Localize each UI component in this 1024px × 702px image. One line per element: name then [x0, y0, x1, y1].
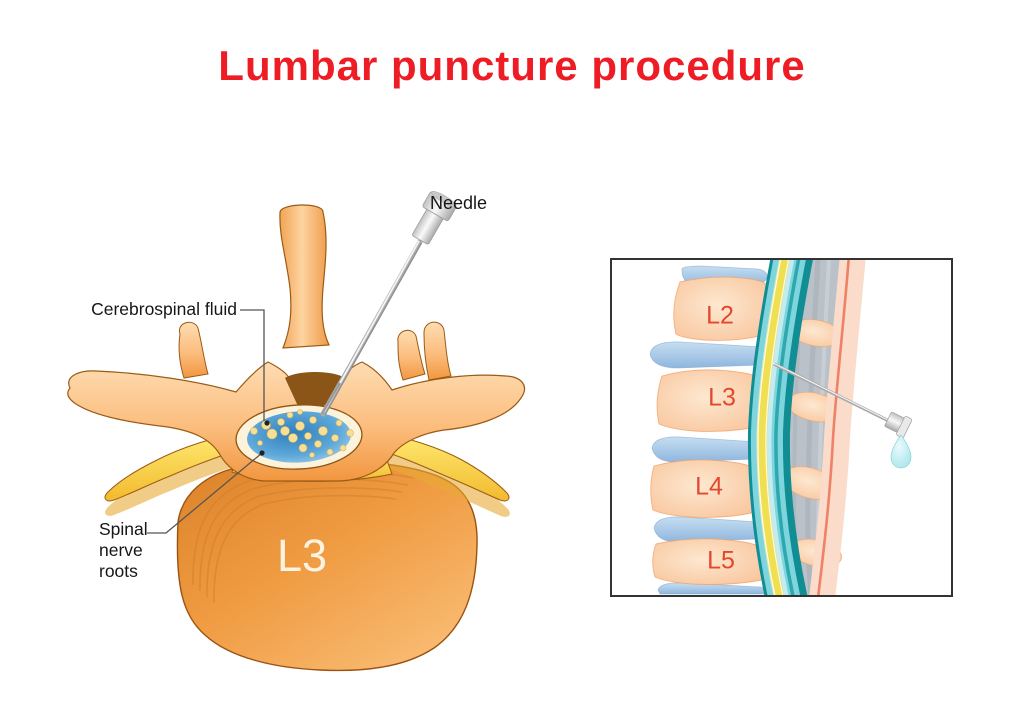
articular-processes [178, 321, 452, 381]
needle-label: Needle [430, 193, 488, 213]
skin-layer [809, 260, 866, 595]
leader-lines [147, 309, 265, 534]
lateral-view-inset: L2 L3 L4 L5 [610, 258, 953, 597]
lateral-view-illustration [649, 260, 913, 595]
csf-pointer-dot [264, 420, 270, 426]
nerve-roots-pointer-dot [259, 450, 265, 456]
spinal-nerve-roots-line3: roots [99, 561, 138, 581]
arch-notch-shadow [285, 372, 345, 410]
needle-hub [412, 191, 457, 245]
vertebra-l3-label: L3 [276, 530, 328, 581]
csf-space [235, 404, 363, 470]
vertebral-body [176, 459, 478, 672]
vertebra-l5-label: L5 [707, 546, 735, 575]
nerve-root-dots [250, 409, 354, 458]
intervertebral-discs [649, 265, 774, 595]
page-title: Lumbar puncture procedure [218, 42, 806, 89]
spinal-nerve-roots-line1: Spinal [99, 519, 148, 539]
vertebra-l3-lateral-label: L3 [708, 383, 736, 412]
spinal-nerve-roots-label: Spinal nerve roots [99, 519, 148, 582]
vertebra-l4-label: L4 [695, 472, 723, 501]
spinal-nerve-roots-line2: nerve [99, 540, 143, 560]
lateral-needle [772, 362, 913, 438]
vertebral-bodies [650, 276, 772, 585]
spinal-canal-band [747, 260, 813, 595]
csf-drop [890, 434, 912, 469]
needle [320, 191, 457, 417]
cerebrospinal-fluid-label: Cerebrospinal fluid [91, 299, 237, 319]
vertebra-l2-label: L2 [706, 301, 734, 330]
spinous-process [279, 204, 330, 349]
lateral-needle-hub [884, 412, 913, 438]
